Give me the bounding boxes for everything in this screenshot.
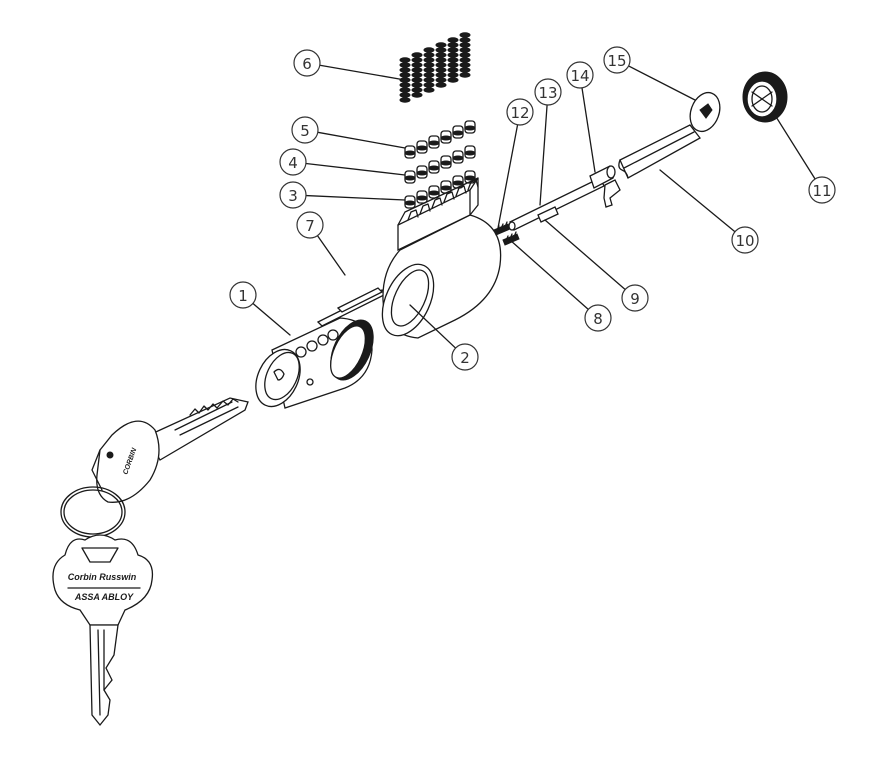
callout-number: 4 <box>288 154 298 172</box>
leader-line <box>316 235 346 276</box>
spring-part-8 <box>502 231 520 246</box>
callout-circle <box>229 281 257 309</box>
callout-13: 13 <box>534 78 562 206</box>
leader-line <box>305 162 406 176</box>
callout-4: 4 <box>279 148 406 176</box>
ring-part-11 <box>742 71 788 123</box>
leader-line <box>659 169 736 233</box>
callout-number: 5 <box>300 122 310 140</box>
key-front: CORBIN <box>91 397 249 503</box>
callout-circle <box>584 304 612 332</box>
callout-circle <box>279 148 307 176</box>
shell-part-2 <box>381 177 502 339</box>
callout-circle <box>451 343 479 371</box>
callout-number: 6 <box>302 55 312 73</box>
driver-part-14 <box>589 165 616 189</box>
callout-circle <box>293 49 321 77</box>
leader-line <box>252 302 291 336</box>
callout-number: 10 <box>735 232 754 250</box>
callout-9: 9 <box>544 219 649 312</box>
callout-circle <box>603 46 631 74</box>
plug-part-1 <box>255 317 374 409</box>
leader-line <box>544 219 626 291</box>
callout-number: 8 <box>593 310 603 328</box>
callout-5: 5 <box>291 116 406 149</box>
leader-line <box>497 124 519 229</box>
callout-circle <box>506 98 534 126</box>
callout-circle <box>279 181 307 209</box>
pin-part-9 <box>537 206 559 223</box>
tailpiece-part-10 <box>603 124 701 208</box>
callout-circle <box>296 211 324 239</box>
callout-circle <box>621 284 649 312</box>
callout-number: 9 <box>630 290 640 308</box>
callout-number: 1 <box>238 287 248 305</box>
leader-line <box>509 239 589 311</box>
key-parent-lettering: ASSA ABLOY <box>74 592 134 602</box>
callout-number: 14 <box>570 67 589 85</box>
callout-2: 2 <box>409 304 479 371</box>
callout-number: 7 <box>305 217 315 235</box>
rod-part-13 <box>508 177 605 231</box>
leader-line <box>305 194 406 201</box>
callout-8: 8 <box>509 239 612 332</box>
leader-line <box>772 111 816 180</box>
callout-3: 3 <box>279 181 406 209</box>
callout-12: 12 <box>497 98 534 229</box>
callout-circle <box>291 116 319 144</box>
callout-number: 2 <box>460 349 470 367</box>
callout-14: 14 <box>566 61 596 173</box>
leader-line <box>627 65 696 101</box>
callout-10: 10 <box>659 169 759 254</box>
callout-7: 7 <box>296 211 346 276</box>
key-back: Corbin Russwin ASSA ABLOY <box>52 534 154 727</box>
callout-number: 11 <box>812 182 831 200</box>
callout-11: 11 <box>772 111 836 204</box>
key-brand-lettering: Corbin Russwin <box>68 572 137 582</box>
leader-line <box>317 131 406 149</box>
cam-plate-part-15 <box>689 91 721 133</box>
leader-line <box>539 104 548 206</box>
callout-number: 13 <box>538 84 557 102</box>
callout-number: 3 <box>288 187 298 205</box>
callout-15: 15 <box>603 46 696 101</box>
leader-line <box>581 87 596 173</box>
callout-number: 12 <box>510 104 529 122</box>
leader-line <box>409 304 457 349</box>
spring-part-12 <box>493 221 511 236</box>
callout-number: 15 <box>607 52 626 70</box>
callout-circle <box>534 78 562 106</box>
callout-6: 6 <box>293 49 406 81</box>
callout-circle <box>808 176 836 204</box>
callout-circle <box>566 61 594 89</box>
leader-line <box>319 64 406 81</box>
pins-parts-3-4-5 <box>404 120 476 209</box>
callout-1: 1 <box>229 281 291 336</box>
key-ring <box>60 486 126 538</box>
callout-circle <box>731 226 759 254</box>
springs-part-6 <box>399 32 471 103</box>
